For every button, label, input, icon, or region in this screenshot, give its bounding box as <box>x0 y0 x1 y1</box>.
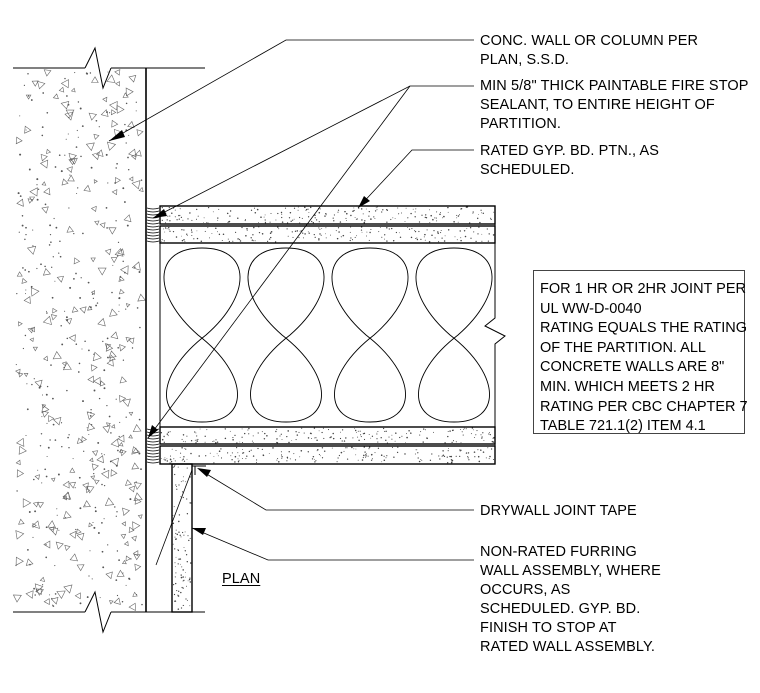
note-line: FINISH TO STOP AT <box>480 620 617 636</box>
note-line: MIN 5/8" THICK PAINTABLE FIRE STOP <box>480 78 749 94</box>
note-line: OCCURS, AS <box>480 582 571 598</box>
gypsum-stipple <box>160 206 495 610</box>
note-line: UL WW-D-0040 <box>540 300 642 317</box>
note-line: PLAN, S.S.D. <box>480 52 570 68</box>
note-line: FOR 1 HR OR 2HR JOINT PER <box>540 281 746 297</box>
batt-insulation <box>163 247 493 423</box>
rated-partition <box>159 205 506 465</box>
concrete-stipple <box>12 69 146 612</box>
note-line: WALL ASSEMBLY, WHERE <box>480 563 661 579</box>
note-fire-stop-sealant: MIN 5/8" THICK PAINTABLE FIRE STOP SEALA… <box>480 77 749 134</box>
note-gyp-bd-partition: RATED GYP. BD. PTN., AS SCHEDULED. <box>480 142 659 180</box>
note-line: NON-RATED FURRING <box>480 544 637 560</box>
note-line: OF THE PARTITION. ALL <box>540 339 706 356</box>
note-concrete-wall: CONC. WALL OR COLUMN PER PLAN, S.S.D. <box>480 32 698 70</box>
fire-stop-sealant <box>146 207 160 464</box>
note-drywall-joint-tape: DRYWALL JOINT TAPE <box>480 502 637 521</box>
furring-wall <box>160 463 206 613</box>
note-line: SCHEDULED. GYP. BD. <box>480 601 641 617</box>
note-line: RATING EQUALS THE RATING <box>540 320 748 337</box>
rating-note-box: FOR 1 HR OR 2HR JOINT PER UL WW-D-0040 R… <box>533 270 748 435</box>
note-line: CONC. WALL OR COLUMN PER <box>480 33 699 49</box>
leader-arrowheads <box>109 130 370 535</box>
note-line: RATED WALL ASSEMBLY. <box>480 639 655 655</box>
note-line: SEALANT, TO ENTIRE HEIGHT OF <box>480 97 715 113</box>
note-line: RATED GYP. BD. PTN., AS <box>480 143 660 159</box>
note-line: TABLE 721.1(2) ITEM 4.1 <box>540 418 706 435</box>
view-title-plan: PLAN <box>222 571 261 587</box>
note-line: CONCRETE WALLS ARE 8" <box>540 359 725 376</box>
note-line: PARTITION. <box>480 116 562 132</box>
note-line: RATING PER CBC CHAPTER 7 <box>540 398 748 415</box>
concrete-wall <box>13 46 205 634</box>
note-furring-wall: NON-RATED FURRING WALL ASSEMBLY, WHERE O… <box>480 543 661 657</box>
note-line: DRYWALL JOINT TAPE <box>480 503 637 519</box>
leader-lines <box>108 39 474 566</box>
note-line: SCHEDULED. <box>480 162 575 178</box>
note-line: MIN. WHICH MEETS 2 HR <box>540 378 715 395</box>
